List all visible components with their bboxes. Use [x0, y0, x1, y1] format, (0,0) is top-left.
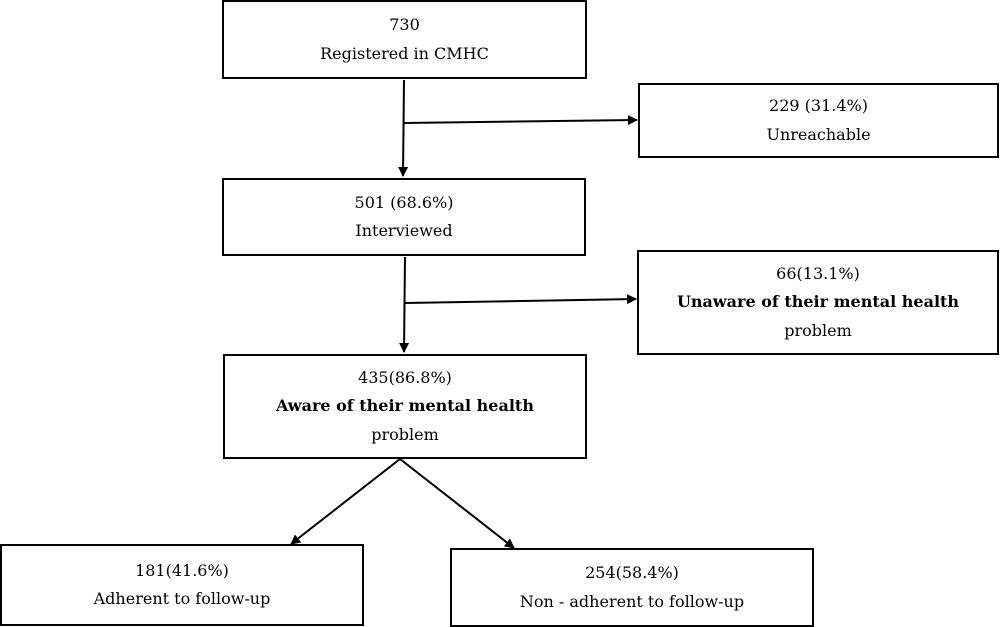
node-unaware-count: 66(13.1%) — [776, 263, 860, 283]
node-registered: 730 Registered in CMHC — [222, 0, 587, 79]
edge-branch-to-unaware — [404, 294, 637, 305]
node-aware-label-line2: problem — [371, 424, 439, 444]
node-unreachable-count: 229 (31.4%) — [769, 96, 868, 116]
node-unaware-label-line2: problem — [784, 320, 852, 340]
node-aware-count: 435(86.8%) — [358, 367, 452, 387]
edge-registered-to-interviewed — [398, 79, 409, 177]
edge-branch-to-unreachable — [403, 115, 638, 126]
node-adherent-label: Adherent to follow-up — [93, 589, 271, 608]
node-aware: 435(86.8%) Aware of their mental health … — [223, 354, 587, 459]
node-aware-label-line1: Aware of their mental health — [276, 396, 534, 416]
node-non-adherent: 254(58.4%) Non - adherent to follow-up — [450, 548, 814, 627]
node-unaware-label-line1: Unaware of their mental health — [676, 292, 960, 312]
node-adherent-count: 181(41.6%) — [135, 560, 229, 580]
edge-interviewed-to-aware — [399, 256, 410, 353]
node-interviewed-label: Interviewed — [355, 221, 453, 240]
edge-aware-to-adherent — [290, 458, 401, 545]
node-interviewed: 501 (68.6%) Interviewed — [222, 178, 586, 256]
node-unreachable: 229 (31.4%) Unreachable — [638, 83, 999, 158]
node-unreachable-label: Unreachable — [766, 124, 871, 144]
edge-aware-to-non-adherent — [399, 458, 515, 549]
node-registered-count: 730 — [389, 15, 420, 35]
node-interviewed-count: 501 (68.6%) — [354, 192, 454, 212]
node-non-adherent-label: Non - adherent to follow-up — [519, 591, 745, 611]
node-registered-label: Registered in CMHC — [320, 43, 489, 63]
node-unaware: 66(13.1%) Unaware of their mental health… — [637, 250, 999, 355]
node-adherent: 181(41.6%) Adherent to follow-up — [0, 544, 364, 626]
node-non-adherent-count: 254(58.4%) — [585, 563, 679, 583]
